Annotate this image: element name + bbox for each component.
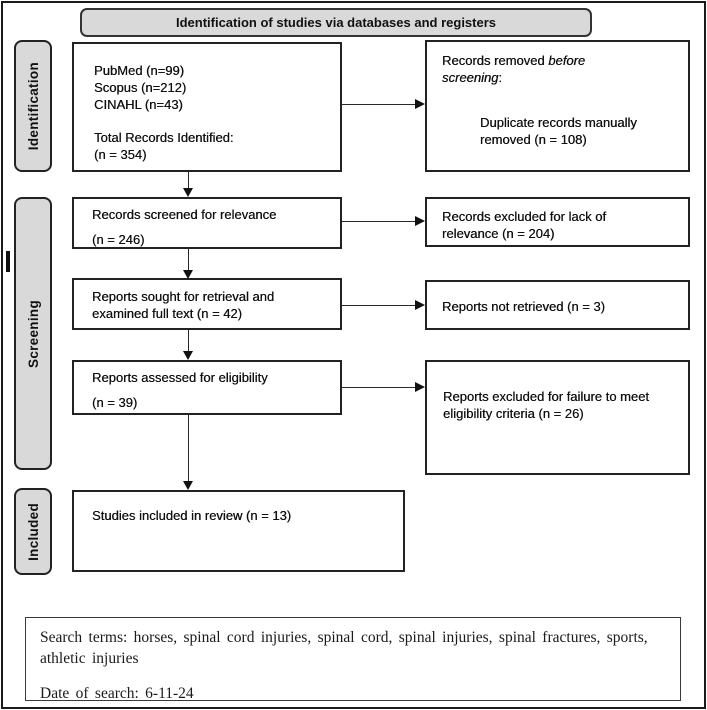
identified-records-box: PubMed (n=99) Scopus (n=212) CINAHL (n=4… [72, 42, 342, 172]
records-excluded-box: Records excluded for lack of relevance (… [425, 197, 690, 247]
diagram-title-banner: Identification of studies via databases … [80, 8, 592, 37]
reports-not-retrieved-box: Reports not retrieved (n = 3) [425, 280, 690, 330]
records-excluded-text: Records excluded for lack of relevance (… [442, 209, 607, 241]
stage-label-identification: Identification [14, 40, 52, 172]
date-of-search-text: Date of search: 6-11-24 [40, 685, 194, 702]
blank-line [94, 113, 330, 129]
arrow-right-identified-to-removed [342, 99, 425, 109]
records-removed-heading-italic: before screening [442, 53, 586, 85]
studies-included-text: Studies included in review (n = 13) [92, 508, 292, 523]
source-pubmed: PubMed (n=99) [94, 63, 184, 78]
records-screened-box: Records screened for relevance (n = 246) [72, 197, 342, 249]
arrow-down-screened-to-sought [183, 249, 193, 279]
source-cinahl: CINAHL (n=43) [94, 97, 183, 112]
stage-label-screening-text: Screening [25, 299, 41, 368]
records-removed-heading: Records removed before screening: [442, 52, 620, 86]
arrow-right-assessed-to-excluded [342, 382, 425, 392]
reports-sought-text: Reports sought for retrieval and examine… [92, 289, 275, 321]
reports-sought-box: Reports sought for retrieval and examine… [72, 278, 342, 330]
records-removed-heading-colon: : [498, 70, 502, 85]
arrow-right-screened-to-excluded [342, 216, 425, 226]
stage-label-screening: Screening [14, 197, 52, 470]
studies-included-box: Studies included in review (n = 13) [72, 490, 405, 572]
search-terms-text: Search terms: horses, spinal cord injuri… [40, 629, 648, 667]
total-records-value: (n = 354) [94, 147, 147, 162]
reports-not-retrieved-text: Reports not retrieved (n = 3) [442, 299, 605, 314]
search-terms-box: Search terms: horses, spinal cord injuri… [25, 617, 681, 702]
records-screened-text: Records screened for relevance [92, 207, 277, 222]
diagram-title-text: Identification of studies via databases … [175, 15, 497, 30]
reports-excluded-eligibility-box: Reports excluded for failure to meet eli… [425, 360, 690, 475]
scan-artifact-mark [6, 251, 10, 272]
source-scopus: Scopus (n=212) [94, 80, 187, 95]
reports-assessed-count: (n = 39) [92, 395, 138, 410]
reports-assessed-text: Reports assessed for eligibility [92, 370, 268, 385]
reports-assessed-box: Reports assessed for eligibility (n = 39… [72, 360, 342, 415]
records-removed-heading-normal: Records removed [442, 53, 545, 68]
reports-excluded-eligibility-text: Reports excluded for failure to meet eli… [443, 389, 649, 421]
records-removed-box: Records removed before screening: Duplic… [425, 40, 690, 172]
duplicates-removed-text: Duplicate records manually removed (n = … [480, 115, 637, 147]
arrow-down-identified-to-screened [183, 172, 193, 197]
arrow-down-assessed-to-included [183, 415, 193, 490]
arrow-down-sought-to-assessed [183, 330, 193, 360]
total-records-label: Total Records Identified: [94, 130, 234, 145]
stage-label-included: Included [14, 488, 52, 575]
stage-label-identification-text: Identification [25, 61, 41, 151]
arrow-right-sought-to-not-retrieved [342, 300, 425, 310]
records-screened-count: (n = 246) [92, 232, 145, 247]
stage-label-included-text: Included [25, 502, 41, 561]
